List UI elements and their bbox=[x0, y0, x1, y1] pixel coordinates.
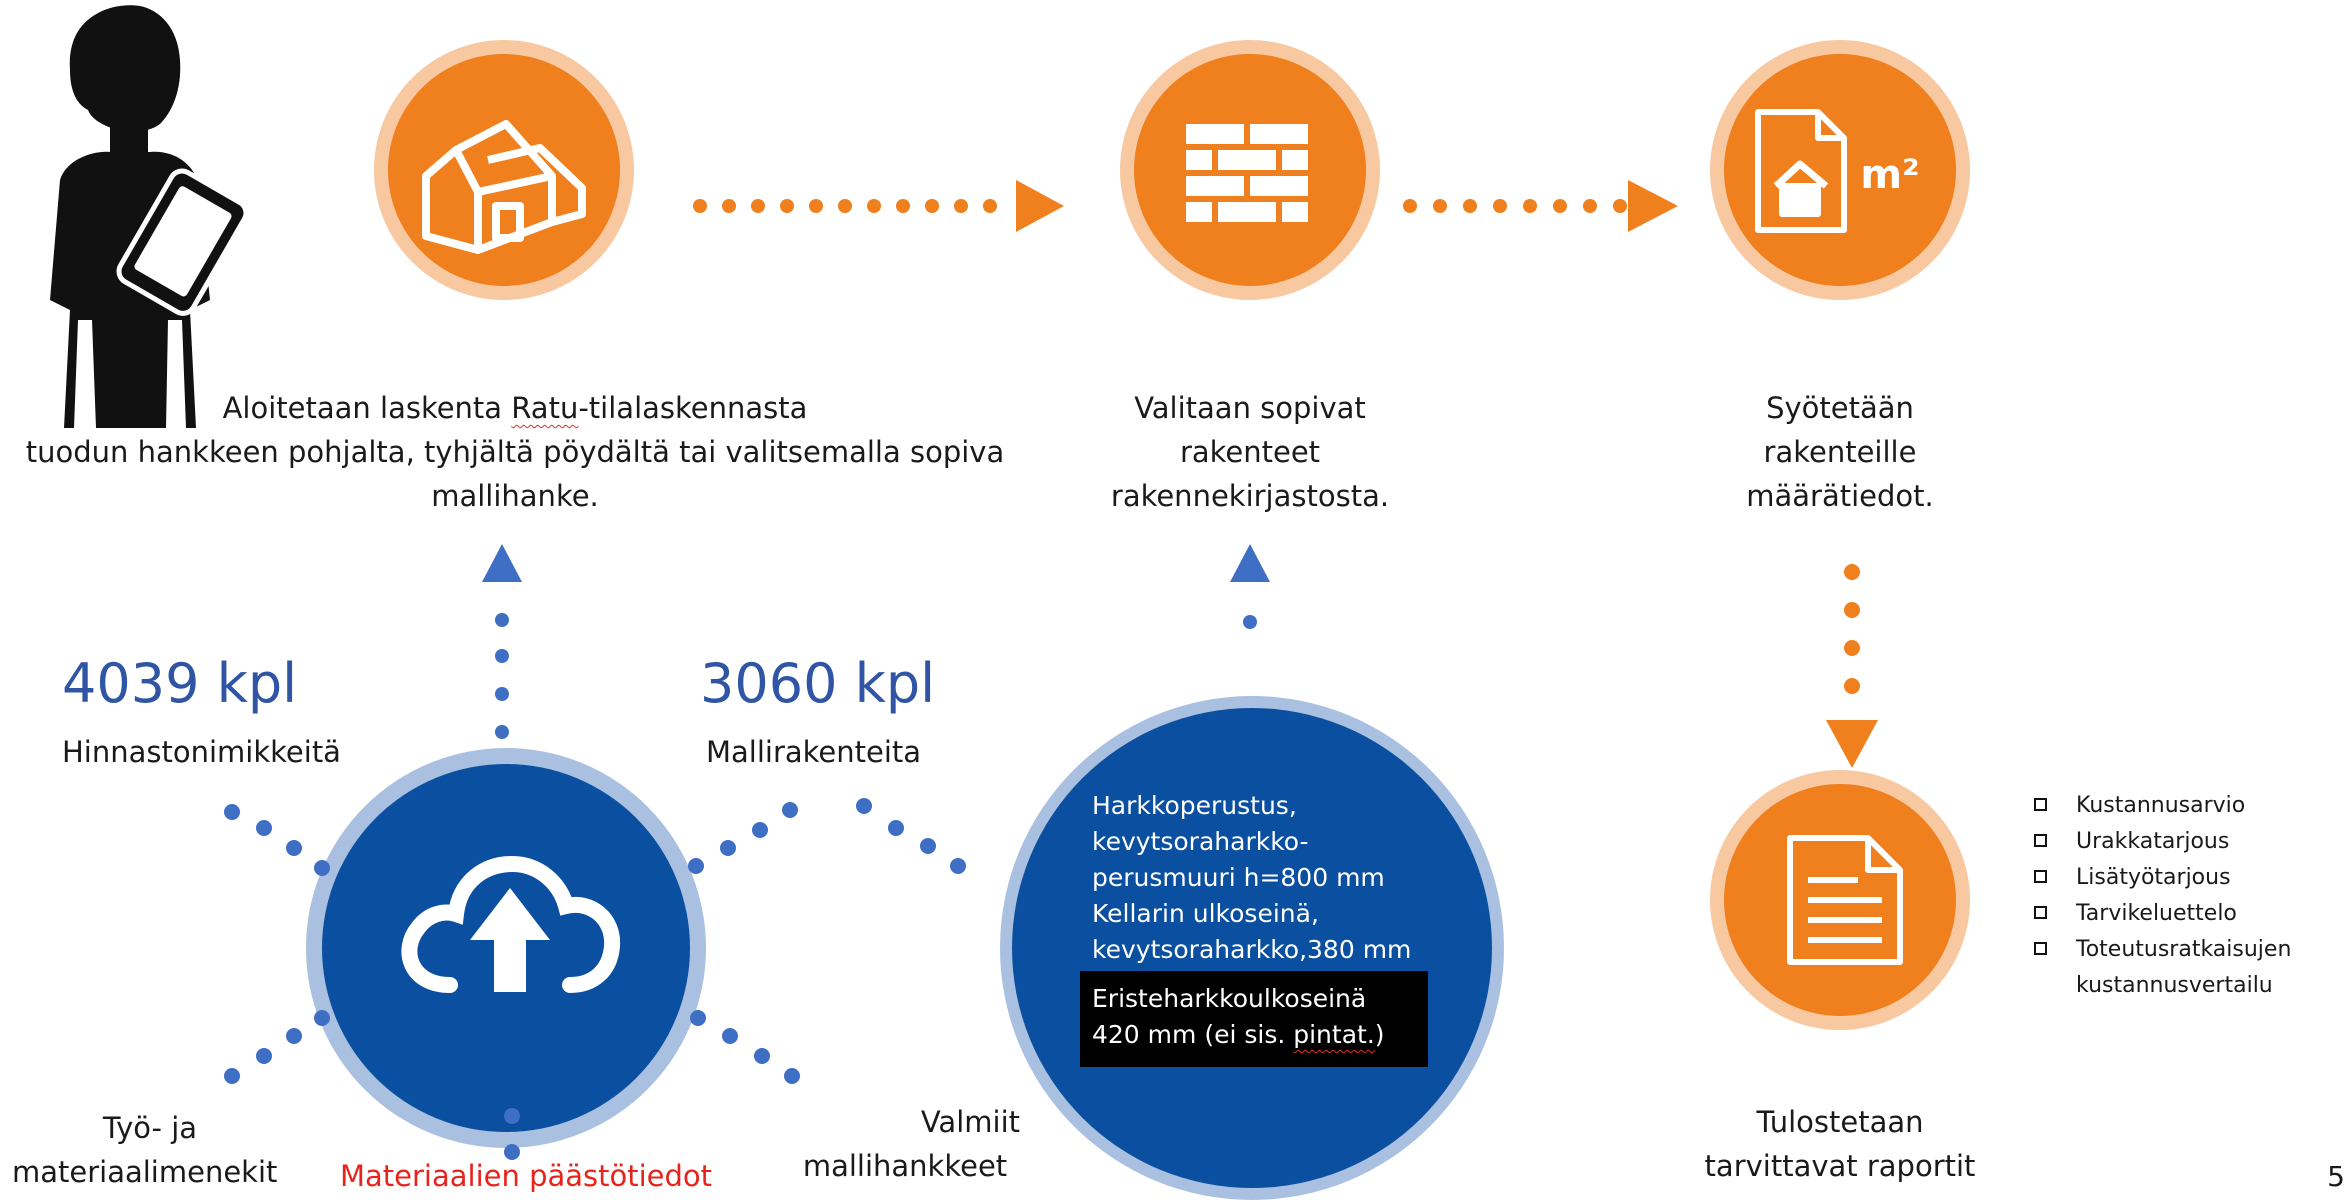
highlight-line2-pre: 420 mm (ei sis. bbox=[1092, 1020, 1294, 1049]
report-item-continuation: kustannusvertailu bbox=[2030, 968, 2291, 1004]
connector-select-to-enter bbox=[1403, 180, 1678, 232]
m2-label: m² bbox=[1860, 152, 1919, 198]
spoke-dots bbox=[224, 798, 966, 1160]
brick-wall-icon bbox=[1186, 124, 1308, 222]
house-icon bbox=[422, 120, 586, 254]
models-count: 3060 kpl bbox=[700, 652, 936, 715]
highlight-line2-post: ) bbox=[1374, 1020, 1385, 1049]
step-start-label: Aloitetaan laskenta Ratu-tilalaskennasta… bbox=[0, 386, 1030, 518]
step-start-line2: tuodun hankkeen pohjalta, tyhjältä pöydä… bbox=[25, 435, 1005, 469]
labor-line1: Työ- ja bbox=[102, 1111, 198, 1145]
models-label: Mallirakenteita bbox=[706, 735, 922, 769]
report-item: Tarvikeluettelo bbox=[2030, 896, 2291, 932]
step-circle-enter bbox=[1710, 40, 1970, 300]
step-print-label: Tulostetaan tarvittavat raportit bbox=[1690, 1100, 1990, 1188]
report-item: Urakkatarjous bbox=[2030, 824, 2291, 860]
step-enter-line3: määrätiedot. bbox=[1746, 479, 1934, 513]
checkbox-icon bbox=[2034, 906, 2047, 919]
structure-examples: Harkkoperustus, kevytsoraharkko- perusmu… bbox=[1092, 788, 1411, 968]
step-enter-label: Syötetään rakenteille määrätiedot. bbox=[1690, 386, 1990, 518]
structure-line-2: kevytsoraharkko- bbox=[1092, 827, 1309, 856]
step-start-line1-squiggle: Ratu bbox=[511, 391, 579, 425]
checkbox-icon bbox=[2034, 870, 2047, 883]
structure-line-4: Kellarin ulkoseinä, bbox=[1092, 899, 1319, 928]
checkbox-icon bbox=[2034, 834, 2047, 847]
step-select-line3: rakennekirjastosta. bbox=[1110, 479, 1390, 513]
step-print-line1: Tulostetaan bbox=[1756, 1105, 1924, 1139]
structure-line-1: Harkkoperustus, bbox=[1092, 791, 1297, 820]
step-enter-line2: rakenteille bbox=[1763, 435, 1917, 469]
report-item: Kustannusarvio bbox=[2030, 788, 2291, 824]
connector-enter-to-print bbox=[1826, 564, 1878, 768]
report-label: kustannusvertailu bbox=[2076, 973, 2273, 998]
highlight-line2-squiggle: pintat. bbox=[1293, 1020, 1375, 1049]
labor-line2: materiaalimenekit bbox=[12, 1155, 278, 1189]
report-item: Toteutusratkaisujen bbox=[2030, 932, 2291, 968]
connector-cloud-to-start bbox=[482, 544, 522, 739]
labor-materials-label: Työ- ja materiaalimenekit bbox=[0, 1106, 300, 1194]
step-enter-line1: Syötetään bbox=[1766, 391, 1914, 425]
highlight-line1: Eristeharkkoulkoseinä bbox=[1092, 984, 1367, 1013]
ready-line2: mallihankkeet bbox=[802, 1149, 1008, 1183]
checkbox-icon bbox=[2034, 942, 2047, 955]
step-start-line3: mallihanke. bbox=[431, 479, 599, 513]
step-select-line1: Valitaan sopivat bbox=[1134, 391, 1366, 425]
report-item: Lisätyötarjous bbox=[2030, 860, 2291, 896]
structure-line-5: kevytsoraharkko,380 mm bbox=[1092, 935, 1412, 964]
connector-structures-to-select bbox=[1230, 544, 1270, 629]
cloud-upload-icon bbox=[401, 855, 621, 993]
structure-line-3: perusmuuri h=800 mm bbox=[1092, 863, 1385, 892]
step-print-line2: tarvittavat raportit bbox=[1704, 1149, 1976, 1183]
ready-line1: Valmiit bbox=[920, 1105, 1020, 1139]
connector-start-to-select bbox=[693, 180, 1064, 232]
report-label: Tarvikeluettelo bbox=[2076, 901, 2237, 926]
step-select-label: Valitaan sopivat rakenteet rakennekirjas… bbox=[1060, 386, 1440, 518]
report-document-icon bbox=[1787, 835, 1903, 965]
step-circle-start bbox=[374, 40, 634, 300]
step-start-line1-pre: Aloitetaan laskenta bbox=[222, 391, 512, 425]
report-label: Lisätyötarjous bbox=[2076, 865, 2231, 890]
step-select-line2: rakenteet bbox=[1179, 435, 1321, 469]
person-with-tablet-icon bbox=[50, 5, 249, 428]
highlighted-structure: Eristeharkkoulkoseinä 420 mm (ei sis. pi… bbox=[1080, 971, 1428, 1067]
reports-list: Kustannusarvio Urakkatarjous Lisätyötarj… bbox=[2030, 788, 2291, 1004]
checkbox-icon bbox=[2034, 798, 2047, 811]
step-start-line1-post: -tilalaskennasta bbox=[578, 391, 808, 425]
page-number: 5 bbox=[2327, 1160, 2345, 1193]
report-label: Urakkatarjous bbox=[2076, 829, 2230, 854]
structures-circle bbox=[1000, 696, 1504, 1200]
emissions-label: Materiaalien päästötiedot bbox=[340, 1159, 713, 1193]
floorplan-document-icon bbox=[1755, 109, 1847, 233]
report-label: Toteutusratkaisujen bbox=[2076, 937, 2292, 962]
ready-projects-label: Valmiit mallihankkeet bbox=[790, 1100, 1020, 1188]
report-label: Kustannusarvio bbox=[2076, 793, 2246, 818]
items-label: Hinnastonimikkeitä bbox=[62, 735, 341, 769]
items-count: 4039 kpl bbox=[62, 652, 298, 715]
